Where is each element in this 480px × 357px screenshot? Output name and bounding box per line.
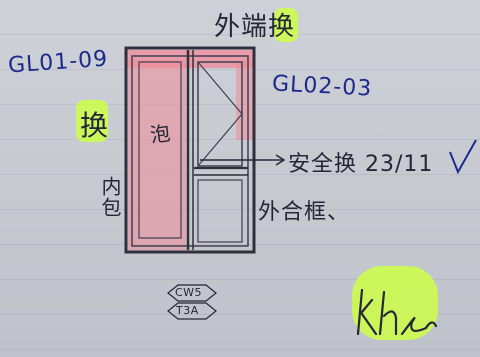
left-mark: 换 (80, 109, 110, 142)
inner-frame (131, 55, 249, 247)
top-label: 外端换 (214, 12, 296, 42)
left-panel (138, 61, 182, 239)
stamp-hexagon-top (167, 284, 217, 302)
stamp-hexagon-bottom (167, 302, 217, 320)
check-mark-stroke (449, 139, 477, 175)
highlight-left (76, 100, 108, 142)
right-code: GL02-03 (271, 71, 373, 102)
right-lower-panel (197, 179, 243, 243)
check-mark: ✓ (438, 150, 440, 151)
outer-frame (124, 46, 256, 254)
red-marker-right-edge (236, 60, 254, 140)
frame-note: 外合框、 (258, 200, 351, 225)
stamp-line-1: CW5 (175, 286, 203, 299)
inner-label: 内包 (98, 176, 122, 218)
opening-line-1 (197, 61, 243, 115)
panel-note: 泡 (148, 120, 173, 148)
signature (356, 288, 438, 336)
leader-arrowhead (275, 154, 286, 166)
red-marker-left-panel (128, 60, 186, 250)
opening-line-2 (197, 113, 243, 167)
highlight-top (274, 8, 298, 42)
safety-note: 安全换 23/11 (288, 152, 434, 177)
right-upper-sash (197, 61, 243, 167)
stamp-line-2: T3A (176, 304, 199, 317)
